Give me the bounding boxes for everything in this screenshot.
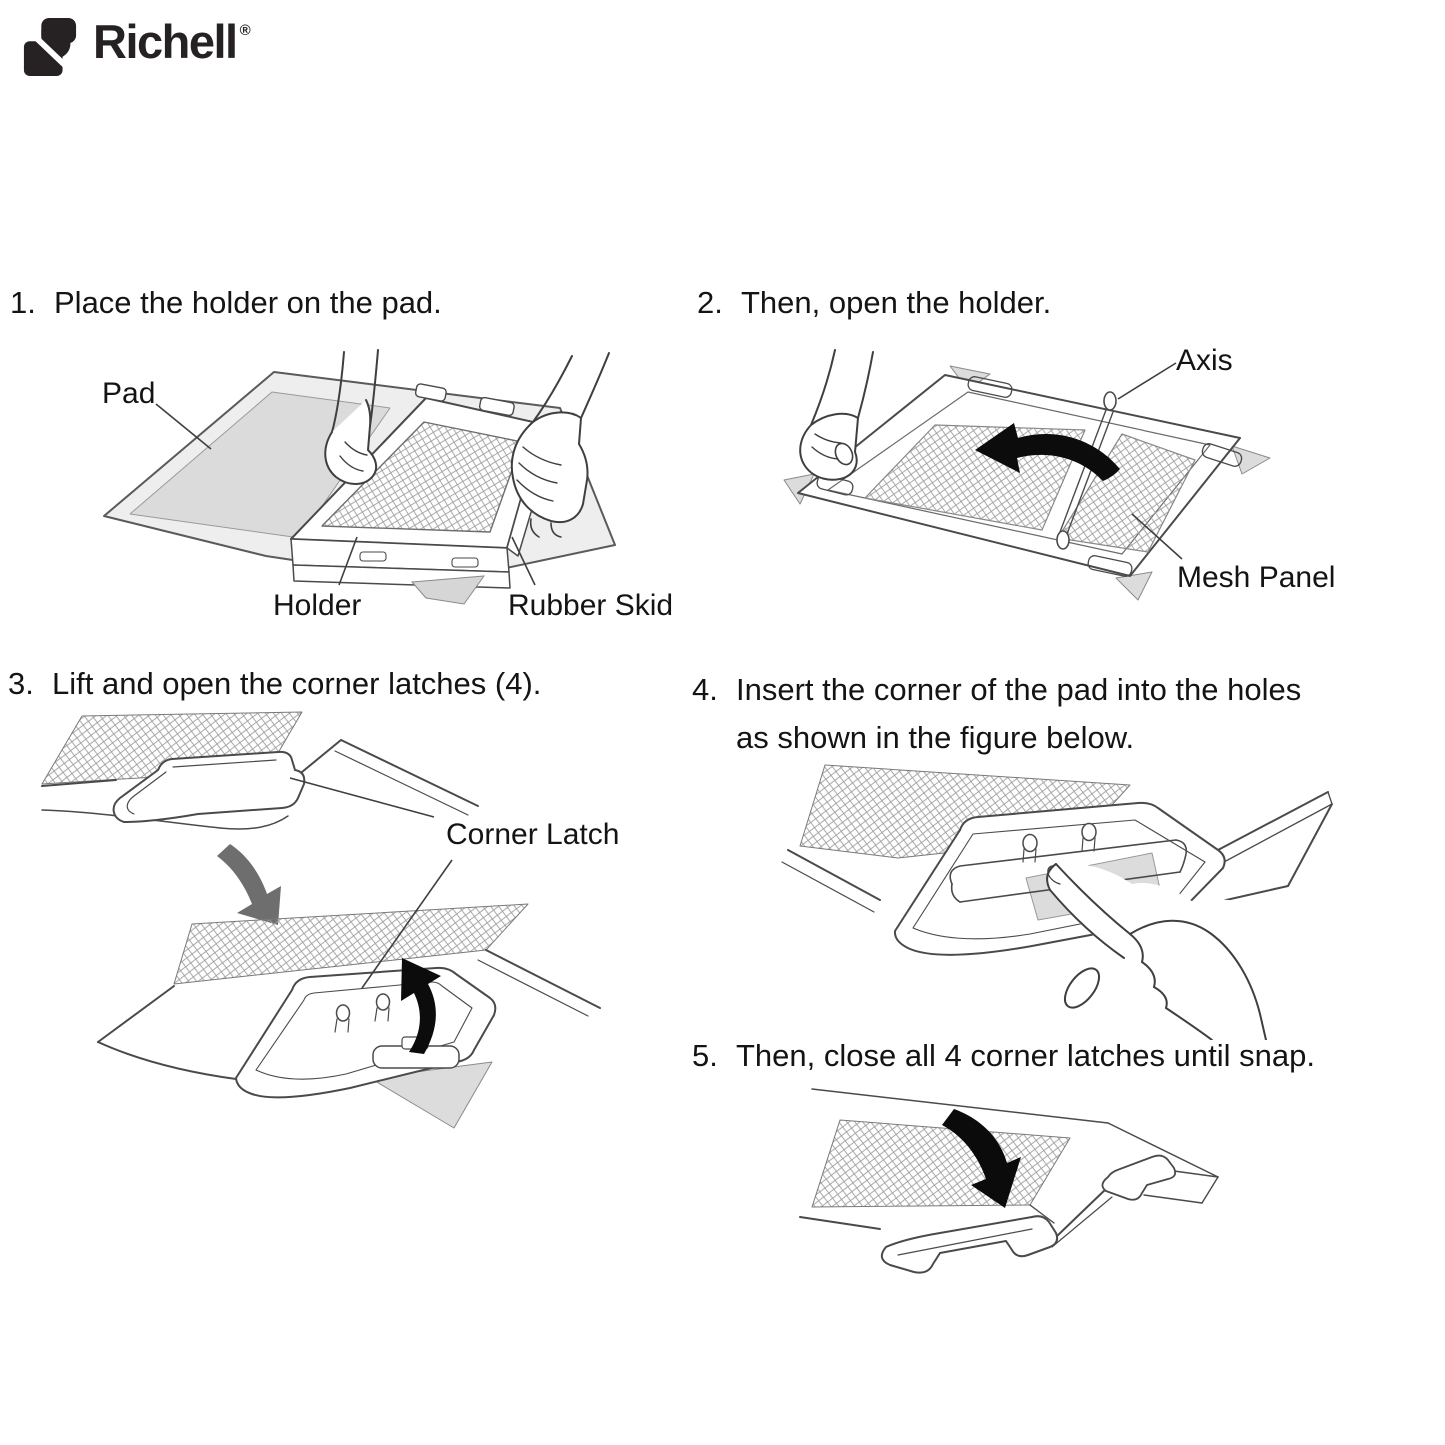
figure-step-5-close-latches — [799, 1088, 1219, 1274]
step-2-heading: 2. Then, open the holder. — [697, 285, 1051, 322]
mesh-panel-label: Mesh Panel — [1177, 561, 1336, 594]
brand-name: Richell — [93, 15, 238, 68]
brand-logo: Richell ® — [22, 14, 251, 78]
mesh-top-face — [321, 421, 523, 533]
latch-peg — [375, 993, 391, 1011]
rubber-skid-label: Rubber Skid — [508, 589, 674, 622]
step-1-number: 1. — [10, 285, 36, 320]
front-notch — [359, 551, 387, 562]
holder-label: Holder — [273, 589, 362, 622]
corner-latch-leader-line-bottom — [361, 859, 453, 989]
corner-latch-closing — [880, 1215, 1059, 1274]
front-notch — [451, 557, 479, 568]
step-4-heading: 4. Insert the corner of the pad into the… — [692, 666, 1336, 762]
left-hand-illustration — [324, 349, 379, 485]
axis-leader-line — [1117, 362, 1177, 400]
closed-latch-subfigure — [41, 711, 479, 830]
mesh-panel-leader-line — [1131, 513, 1183, 560]
right-hand-illustration — [510, 352, 610, 538]
axis-knob-top — [1103, 391, 1117, 411]
mesh-panel-right — [1057, 433, 1196, 553]
transition-arrow-icon — [217, 844, 281, 925]
pad-corner — [369, 1061, 493, 1129]
step-5-number: 5. — [692, 1038, 718, 1073]
hand-illustration — [1046, 863, 1340, 1040]
holder-illustration — [290, 383, 553, 589]
latch-peg — [1081, 822, 1097, 842]
step-3-heading: 3. Lift and open the corner latches (4). — [8, 666, 541, 703]
axis-knob-bottom — [1056, 530, 1070, 550]
step-2-number: 2. — [697, 285, 723, 320]
latch-peg — [1022, 833, 1038, 853]
step-1-text: Place the holder on the pad. — [54, 285, 442, 320]
corner-latch-label: Corner Latch — [446, 818, 620, 851]
step-4-text: Insert the corner of the pad into the ho… — [736, 672, 1302, 756]
pad-leader-line — [155, 403, 212, 450]
open-holder-illustration — [797, 374, 1243, 577]
registered-trademark: ® — [239, 22, 251, 39]
figure-step-4-insert-pad-corner — [781, 764, 1340, 1040]
step-4-number: 4. — [692, 672, 718, 707]
latch-bump — [414, 383, 447, 402]
pad-label: Pad — [102, 377, 156, 410]
corner-latch-cutout — [1201, 443, 1243, 467]
step-5-heading: 5. Then, close all 4 corner latches unti… — [692, 1038, 1315, 1075]
rubber-skid-leader-line — [511, 536, 536, 586]
step-1-heading: 1. Place the holder on the pad. — [10, 285, 442, 322]
step-3-number: 3. — [8, 666, 34, 701]
hand-illustration — [799, 349, 874, 481]
logo-diagonal-gap — [28, 30, 76, 75]
leader-lines — [289, 777, 453, 989]
mesh-surface — [173, 903, 529, 985]
fold-open-arrow-icon — [975, 423, 1120, 481]
figure-step-3-corner-latches — [41, 711, 601, 1129]
thumb — [1063, 967, 1101, 1009]
leader-lines — [155, 403, 536, 586]
open-latch-subfigure — [97, 903, 601, 1129]
corner-piece — [1101, 1154, 1177, 1201]
step-5-text: Then, close all 4 corner latches until s… — [736, 1038, 1315, 1073]
corner-latch-cutout — [967, 376, 1013, 398]
fold-axis-line — [1059, 409, 1114, 535]
figure-step-1-place-holder — [103, 349, 616, 605]
step-2-text: Then, open the holder. — [741, 285, 1052, 320]
mesh-surface — [811, 1119, 1071, 1208]
pad-corner-under-holder — [410, 575, 486, 605]
axis-label: Axis — [1176, 344, 1233, 377]
figure-step-2-open-holder — [783, 349, 1271, 601]
corner-latch-cutout — [1087, 555, 1133, 577]
lift-up-arrow-icon — [401, 958, 441, 1054]
leader-lines — [1117, 362, 1183, 560]
corner-latch-closed — [112, 750, 306, 823]
latch-peg — [335, 1004, 351, 1022]
step-3-text: Lift and open the corner latches (4). — [52, 666, 542, 701]
latch-bump — [478, 396, 515, 417]
holder-leader-line — [338, 536, 358, 586]
richell-logo-icon — [23, 18, 77, 76]
close-down-arrow-icon — [942, 1109, 1021, 1208]
corner-latch-leader-line-top — [289, 777, 435, 818]
